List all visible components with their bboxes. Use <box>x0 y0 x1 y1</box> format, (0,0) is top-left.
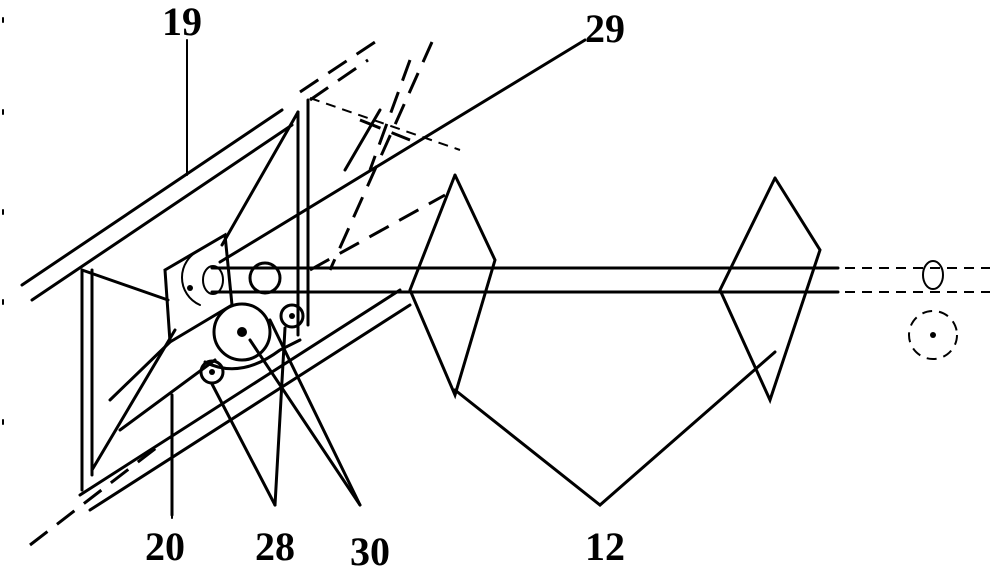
far-end-gear <box>908 260 958 360</box>
label-12: 12 <box>585 524 625 569</box>
drive-chain <box>203 338 302 371</box>
label-29: 29 <box>585 6 625 51</box>
label-30: 30 <box>350 529 390 574</box>
small-gear-upper <box>279 303 305 329</box>
left-frame-posts <box>80 268 177 492</box>
diagonal-braces <box>309 41 446 272</box>
label-20: 20 <box>145 524 185 569</box>
main-shaft <box>202 265 990 295</box>
shaft-bearing <box>180 249 282 306</box>
leader-lines <box>171 38 587 519</box>
label-19: 19 <box>162 0 202 44</box>
right-frame-posts <box>220 97 461 337</box>
large-gear <box>212 302 272 362</box>
blade-connector <box>453 350 777 507</box>
top-frame-rail <box>20 38 379 302</box>
bottom-frame-rail <box>29 288 412 547</box>
label-28: 28 <box>255 524 295 569</box>
helical-blade-left <box>408 173 497 400</box>
helical-blade-right <box>718 176 822 405</box>
